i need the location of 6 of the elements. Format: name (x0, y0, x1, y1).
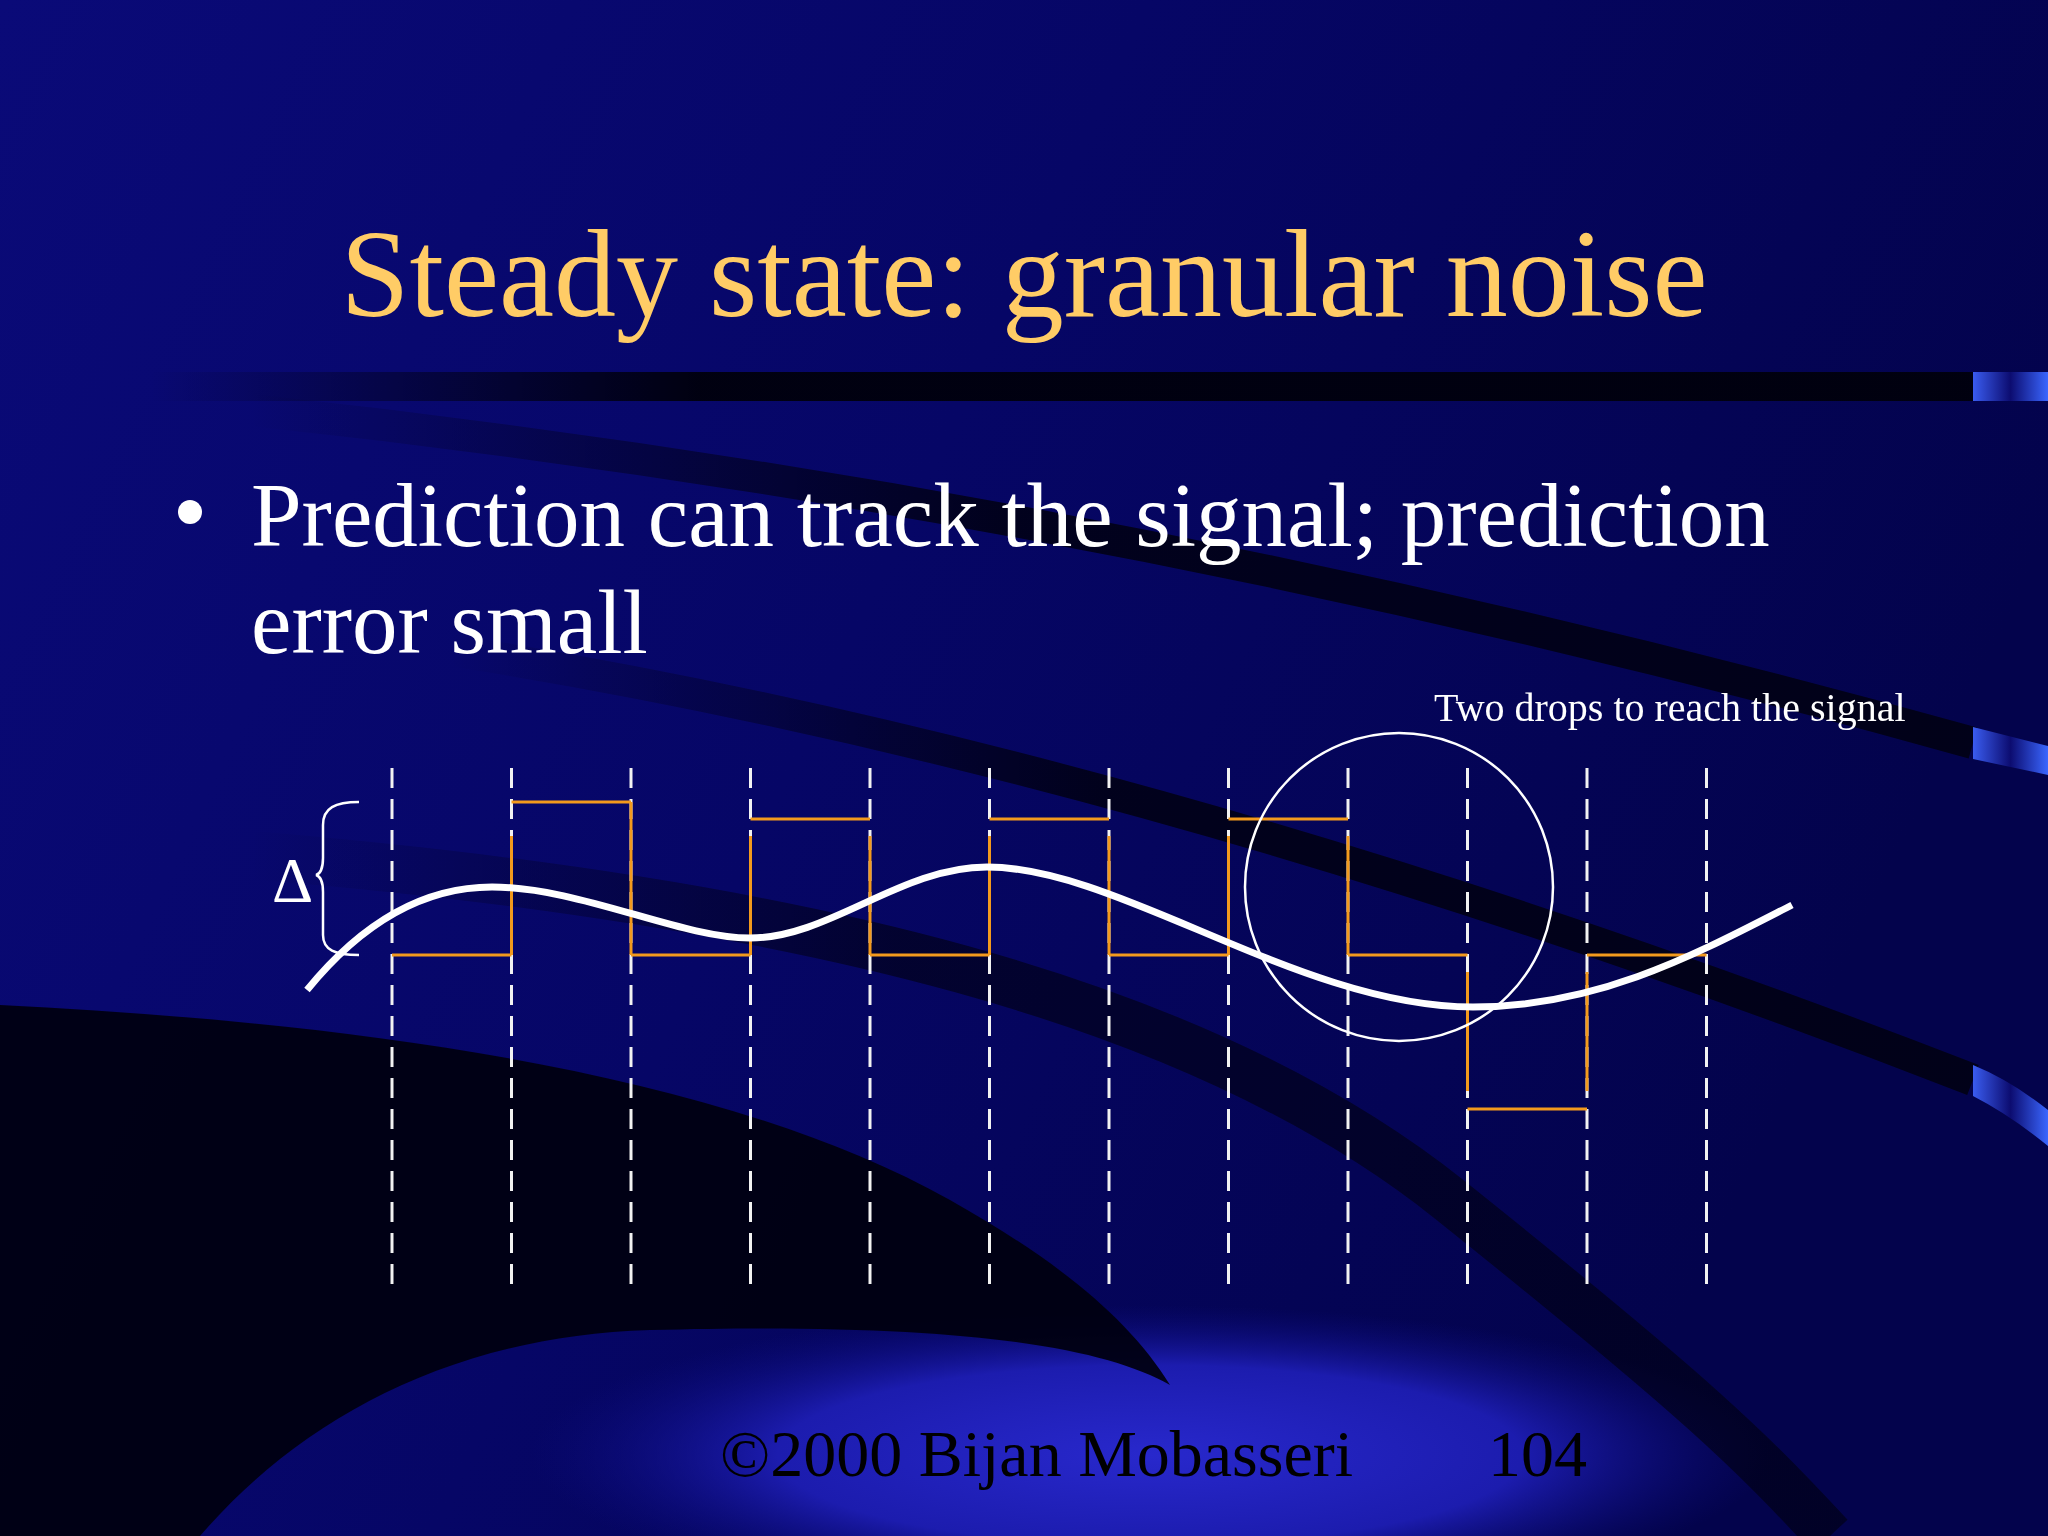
delta-label: Δ (272, 849, 314, 913)
slide-title: Steady state: granular noise (340, 205, 1708, 345)
copyright-notice: ©2000 Bijan Mobasseri (720, 1416, 1354, 1492)
bullet-text: Prediction can track the signal; prediction error small (251, 464, 1771, 675)
page-number: 104 (1488, 1416, 1587, 1492)
annotation-text: Two drops to reach the signal (1434, 685, 1906, 731)
